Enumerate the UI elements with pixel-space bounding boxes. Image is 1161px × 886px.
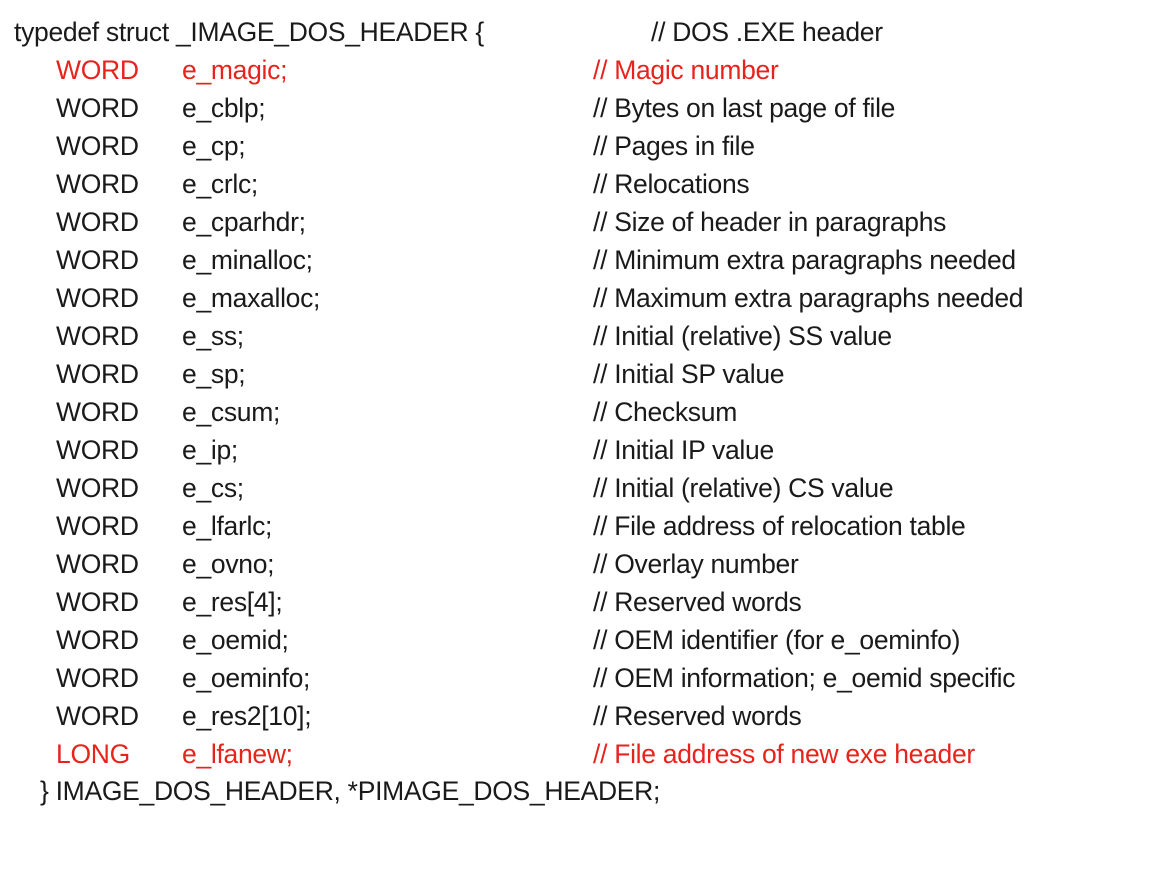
struct-code-block: typedef struct _IMAGE_DOS_HEADER { // DO… <box>0 13 1161 810</box>
field-row: WORD e_oeminfo; // OEM information; e_oemi… <box>0 659 1161 697</box>
struct-header-comment: // DOS .EXE header <box>651 17 883 47</box>
field-type: LONG <box>56 739 130 769</box>
field-row: WORD e_oemid; // OEM identifier (for e_oem… <box>0 621 1161 659</box>
field-comment: // Magic number <box>593 55 779 85</box>
field-name: e_magic; <box>182 55 288 85</box>
field-comment: // Reserved words <box>593 587 802 617</box>
field-row: WORD e_cparhdr; // Size of header in parag… <box>0 203 1161 241</box>
field-name: e_ss; <box>182 321 244 351</box>
field-comment: // OEM information; e_oemid specific <box>593 663 1016 693</box>
field-name: e_res2[10]; <box>182 701 312 731</box>
field-row: LONG e_lfanew; // File address of new exe … <box>0 735 1161 773</box>
field-type: WORD <box>56 587 139 617</box>
field-name: e_cblp; <box>182 93 266 123</box>
struct-declaration: typedef struct _IMAGE_DOS_HEADER { <box>14 17 484 47</box>
field-row: WORD e_minalloc; // Minimum extra paragrap… <box>0 241 1161 279</box>
field-row: WORD e_ss; // Initial (relative) SS value <box>0 317 1161 355</box>
field-comment: // Initial (relative) CS value <box>593 473 894 503</box>
field-type: WORD <box>56 169 139 199</box>
field-comment: // File address of relocation table <box>593 511 966 541</box>
struct-closing-line: } IMAGE_DOS_HEADER, *PIMAGE_DOS_HEADER; <box>0 772 1161 810</box>
field-comment: // OEM identifier (for e_oeminfo) <box>593 625 961 655</box>
field-row: WORD e_cblp; // Bytes on last page of file <box>0 89 1161 127</box>
field-type: WORD <box>56 473 139 503</box>
field-row: WORD e_lfarlc; // File address of relocati… <box>0 507 1161 545</box>
field-row: WORD e_maxalloc; // Maximum extra paragrap… <box>0 279 1161 317</box>
field-name: e_cp; <box>182 131 246 161</box>
field-type: WORD <box>56 625 139 655</box>
field-comment: // Checksum <box>593 397 737 427</box>
field-type: WORD <box>56 131 139 161</box>
field-name: e_ovno; <box>182 549 275 579</box>
field-comment: // Maximum extra paragraphs needed <box>593 283 1024 313</box>
field-type: WORD <box>56 207 139 237</box>
field-comment: // Relocations <box>593 169 750 199</box>
field-name: e_cparhdr; <box>182 207 306 237</box>
field-name: e_sp; <box>182 359 246 389</box>
struct-closing: } IMAGE_DOS_HEADER, *PIMAGE_DOS_HEADER; <box>40 776 661 806</box>
field-type: WORD <box>56 93 139 123</box>
field-type: WORD <box>56 397 139 427</box>
field-comment: // Reserved words <box>593 701 802 731</box>
field-comment: // Initial IP value <box>593 435 774 465</box>
field-name: e_crlc; <box>182 169 258 199</box>
field-type: WORD <box>56 245 139 275</box>
field-type: WORD <box>56 321 139 351</box>
field-name: e_lfarlc; <box>182 511 273 541</box>
struct-header-line: typedef struct _IMAGE_DOS_HEADER { // DO… <box>0 13 1161 51</box>
field-name: e_maxalloc; <box>182 283 321 313</box>
field-type: WORD <box>56 55 139 85</box>
field-row: WORD e_ip; // Initial IP value <box>0 431 1161 469</box>
field-row: WORD e_cs; // Initial (relative) CS value <box>0 469 1161 507</box>
field-row: WORD e_csum; // Checksum <box>0 393 1161 431</box>
field-name: e_lfanew; <box>182 739 293 769</box>
field-row: WORD e_magic; // Magic number <box>0 51 1161 89</box>
field-comment: // Minimum extra paragraphs needed <box>593 245 1016 275</box>
field-comment: // File address of new exe header <box>593 739 975 769</box>
field-row: WORD e_sp; // Initial SP value <box>0 355 1161 393</box>
field-comment: // Overlay number <box>593 549 799 579</box>
field-name: e_oeminfo; <box>182 663 311 693</box>
field-type: WORD <box>56 663 139 693</box>
field-comment: // Size of header in paragraphs <box>593 207 947 237</box>
field-row: WORD e_ovno; // Overlay number <box>0 545 1161 583</box>
field-type: WORD <box>56 435 139 465</box>
field-name: e_ip; <box>182 435 238 465</box>
field-row: WORD e_res2[10]; // Reserved words <box>0 697 1161 735</box>
field-row: WORD e_cp; // Pages in file <box>0 127 1161 165</box>
field-comment: // Initial SP value <box>593 359 785 389</box>
field-name: e_oemid; <box>182 625 289 655</box>
field-name: e_res[4]; <box>182 587 283 617</box>
field-type: WORD <box>56 359 139 389</box>
field-name: e_csum; <box>182 397 281 427</box>
field-name: e_minalloc; <box>182 245 313 275</box>
field-row: WORD e_res[4]; // Reserved words <box>0 583 1161 621</box>
field-type: WORD <box>56 283 139 313</box>
field-type: WORD <box>56 701 139 731</box>
field-comment: // Pages in file <box>593 131 755 161</box>
field-type: WORD <box>56 511 139 541</box>
field-name: e_cs; <box>182 473 244 503</box>
field-row: WORD e_crlc; // Relocations <box>0 165 1161 203</box>
field-type: WORD <box>56 549 139 579</box>
field-comment: // Initial (relative) SS value <box>593 321 892 351</box>
field-comment: // Bytes on last page of file <box>593 93 896 123</box>
